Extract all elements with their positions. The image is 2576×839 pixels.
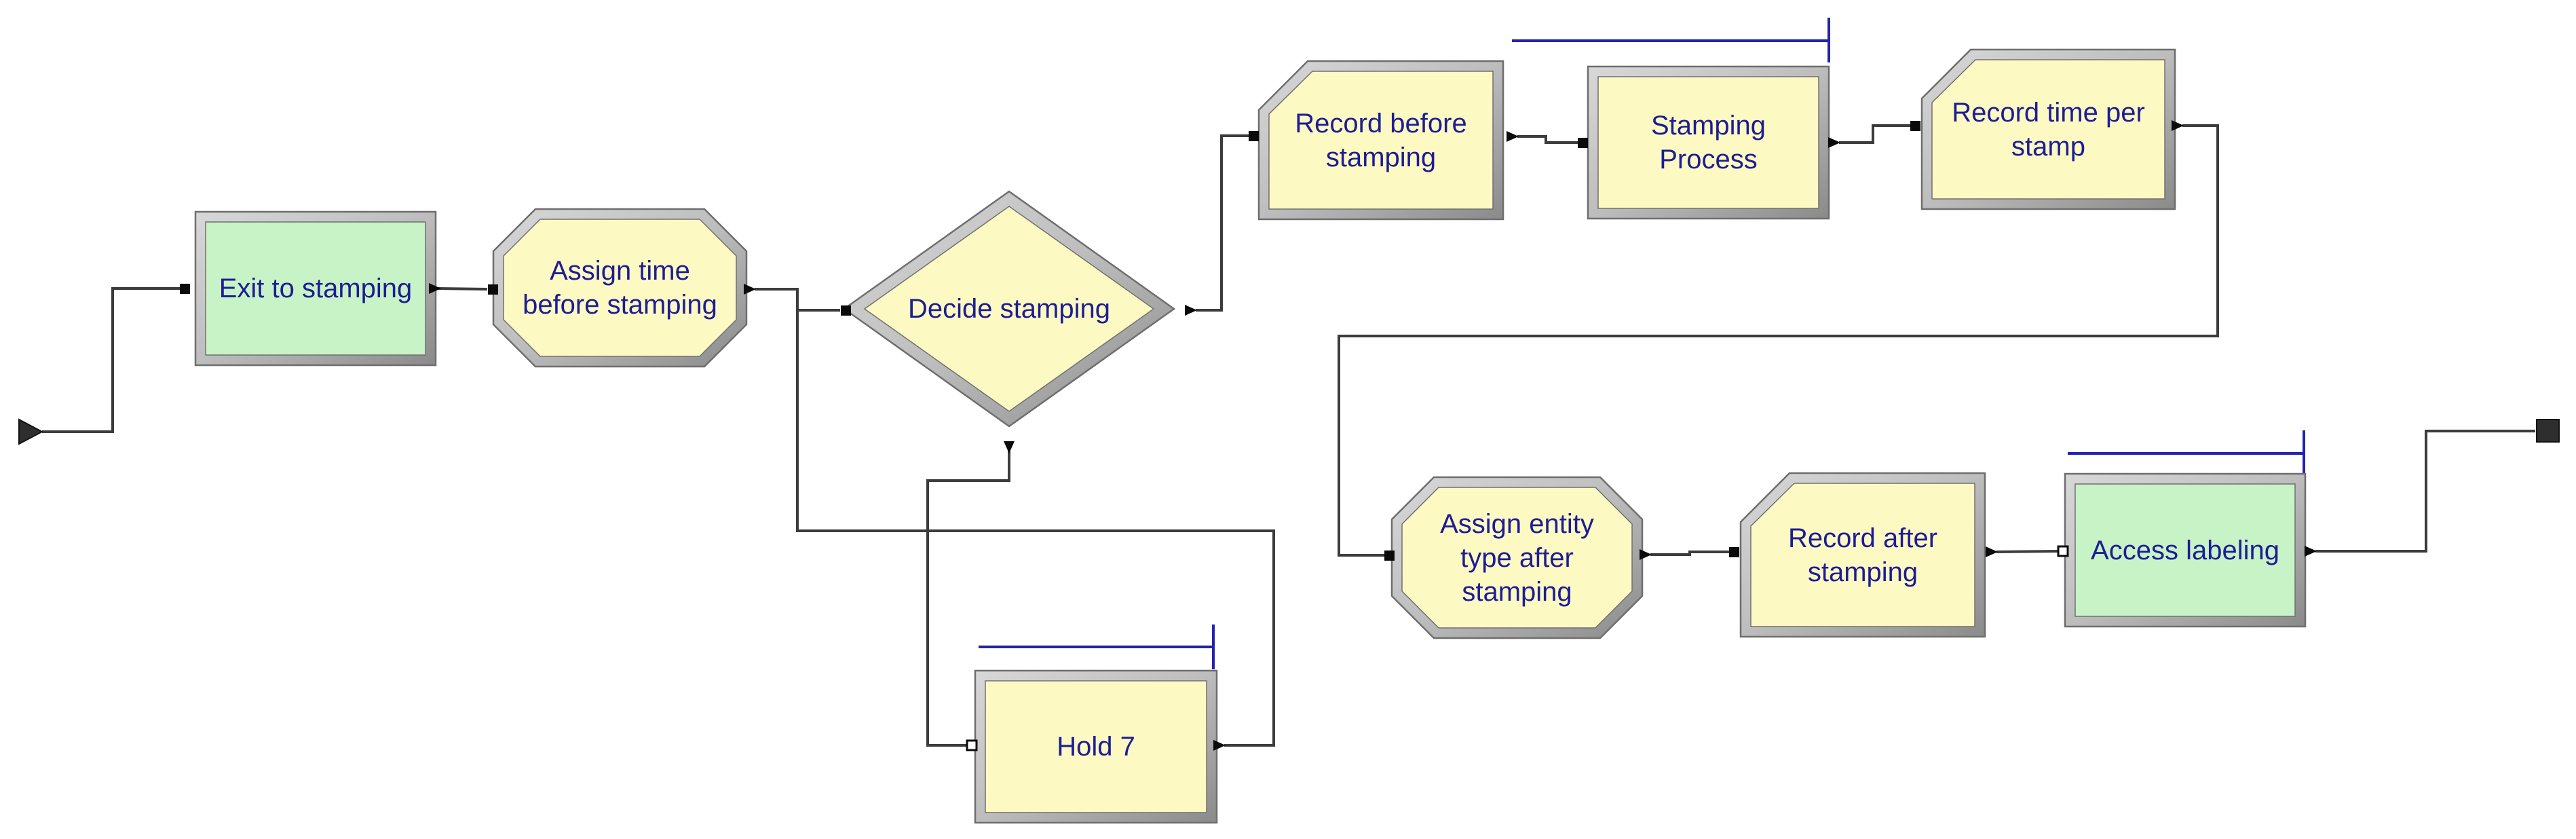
module-face	[1401, 487, 1633, 629]
module-record-after-stamping[interactable]	[1739, 472, 1986, 638]
entry-port-record-before	[1249, 131, 1259, 141]
module-face	[863, 206, 1155, 412]
exit-arrow-access-labeling	[2305, 546, 2317, 557]
exit-arrow-record-after	[1986, 546, 1998, 557]
module-exit-to-stamping[interactable]	[194, 210, 437, 367]
connector-record-time-to-assign-entity[interactable]	[1338, 124, 2219, 557]
connector-access-to-end[interactable]	[2315, 430, 2535, 553]
entry-port-decide	[841, 305, 851, 316]
connector-exit-to-assign[interactable]	[438, 287, 488, 291]
entry-port-assign-time	[488, 284, 498, 295]
queue-line-stamping-process[interactable]	[1512, 18, 1830, 62]
module-record-time-per-stamp[interactable]	[1920, 48, 2176, 210]
module-hold-7[interactable]	[974, 669, 1218, 824]
connector-record-after-to-access[interactable]	[1996, 550, 2059, 553]
module-decide-stamping[interactable]	[842, 190, 1176, 428]
queue-line-access-labeling[interactable]	[2068, 430, 2305, 476]
module-face	[1268, 71, 1494, 210]
exit-arrow-hold-7	[1213, 740, 1226, 751]
connector-record-before-to-stamping[interactable]	[1517, 135, 1578, 144]
entry-port-record-after	[1729, 547, 1739, 557]
exit-arrow-decide-right	[1185, 305, 1197, 316]
exit-arrow-record-before	[1507, 131, 1519, 142]
module-face	[1597, 76, 1819, 209]
module-face	[1931, 59, 2165, 200]
entry-port-stamping	[1578, 138, 1588, 148]
flow-end-square-icon	[2536, 419, 2560, 443]
exit-arrow-stamping	[1828, 137, 1840, 148]
queue-line-hold-7[interactable]	[979, 624, 1215, 669]
connector-assign-to-decide[interactable]	[755, 288, 840, 312]
entry-port-hold-7	[966, 739, 978, 751]
flow-start-arrow-icon	[18, 418, 44, 445]
module-face	[2075, 483, 2296, 617]
module-assign-time-before-stamping[interactable]	[492, 208, 748, 368]
module-face	[1750, 483, 1975, 627]
entry-port-exit-to-stamping	[180, 284, 190, 294]
module-face	[503, 219, 737, 357]
entry-port-access-labeling	[2057, 545, 2069, 557]
connector-decide-true-to-record-before[interactable]	[1196, 134, 1249, 312]
connector-stamping-to-record-time[interactable]	[1839, 124, 1910, 144]
module-face	[985, 680, 1207, 813]
module-record-before-stamping[interactable]	[1257, 60, 1504, 221]
exit-arrow-assign-entity	[1640, 549, 1652, 560]
exit-arrow-exit-to-stamping	[429, 283, 441, 294]
module-face	[205, 221, 426, 356]
entry-port-record-time	[1910, 121, 1920, 131]
exit-arrow-record-time	[2172, 120, 2184, 131]
exit-arrow-assign-time	[744, 284, 756, 295]
connector-decide-false-to-hold[interactable]	[926, 443, 1010, 747]
connector-start-to-exit[interactable]	[42, 287, 181, 433]
module-access-labeling[interactable]	[2064, 472, 2307, 628]
exit-arrow-decide-bottom	[1004, 441, 1015, 453]
connector-assign-entity-to-record-after[interactable]	[1650, 551, 1729, 556]
entry-port-assign-entity	[1384, 551, 1395, 561]
module-assign-entity-type-after-stamping[interactable]	[1390, 476, 1644, 639]
connector-hold-back-to-decide[interactable]	[796, 312, 1275, 747]
module-stamping-process[interactable]	[1587, 65, 1830, 220]
